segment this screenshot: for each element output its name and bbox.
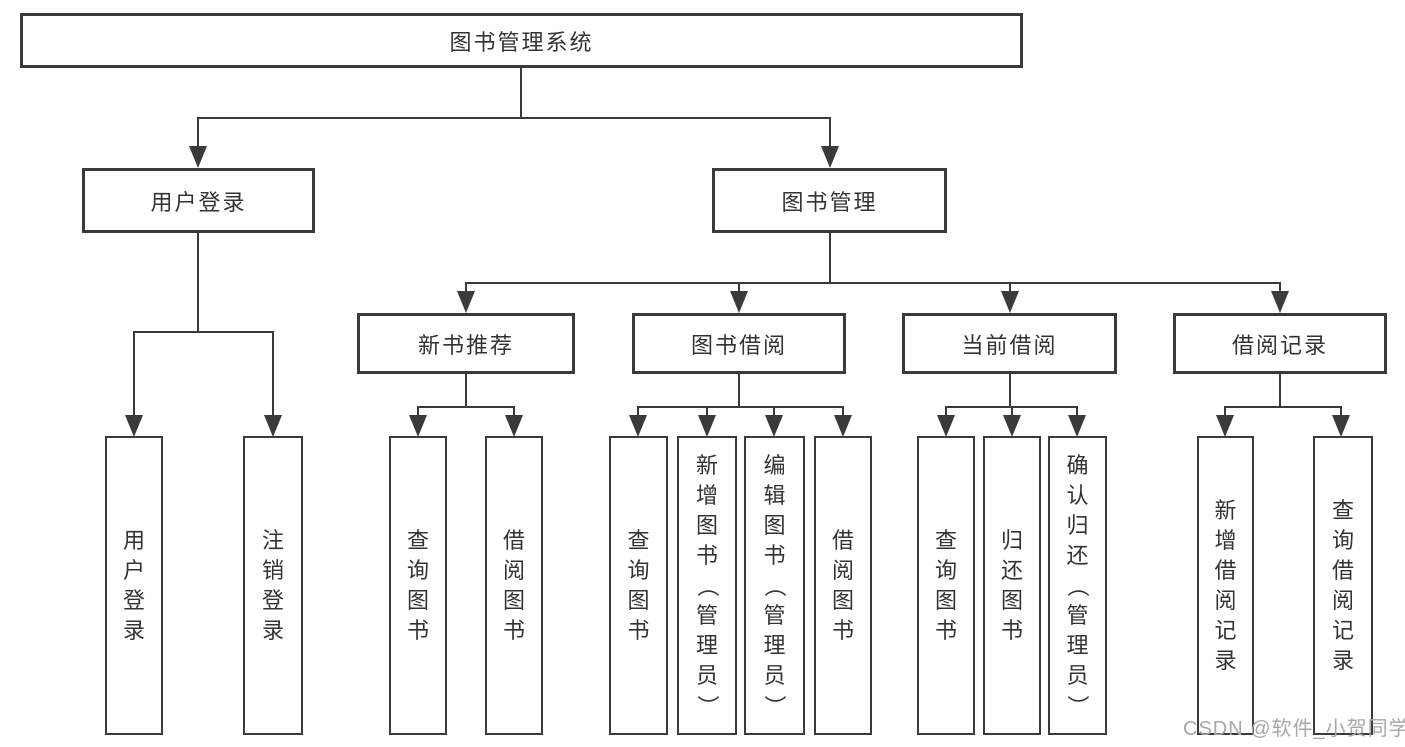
edge-line <box>465 282 467 294</box>
edge-line <box>466 282 1281 284</box>
node-label: 借阅图书 <box>502 527 525 643</box>
leaf-return-book: 归还图书 <box>983 436 1041 735</box>
edge-line <box>638 406 843 408</box>
arrowhead-down <box>264 415 282 437</box>
arrowhead-down <box>821 146 839 168</box>
node-label: 查询图书 <box>406 527 429 643</box>
node-label: 用户登录 <box>122 527 145 643</box>
edge-line <box>1279 374 1281 407</box>
node-label: 查询借阅记录 <box>1331 497 1354 673</box>
node-borrowing-records: 借阅记录 <box>1173 313 1387 374</box>
edge-line <box>417 406 419 420</box>
edge-line <box>520 68 522 118</box>
edge-line <box>197 117 199 148</box>
node-label: 用户登录 <box>150 189 247 215</box>
edge-line <box>706 406 708 420</box>
node-label: 新增图书（管理员） <box>694 452 720 717</box>
edge-line <box>198 117 831 119</box>
edge-line <box>1011 406 1013 420</box>
arrowhead-down <box>730 291 748 313</box>
node-label: 新书推荐 <box>417 332 514 358</box>
arrowhead-down <box>1068 415 1086 437</box>
edge-line <box>945 406 947 420</box>
leaf-user-login: 用户登录 <box>105 436 163 735</box>
edge-line <box>1076 406 1078 420</box>
leaf-borrow-books-borrowing: 借阅图书 <box>814 436 872 735</box>
edge-line <box>738 282 740 294</box>
edge-line <box>272 331 274 417</box>
edge-line <box>1009 374 1011 407</box>
edge-line <box>465 374 467 407</box>
csdn-watermark: CSDN @软件_小贺同学 <box>1183 718 1405 740</box>
edge-line <box>133 331 274 333</box>
edge-line <box>513 406 515 420</box>
node-label: 借阅图书 <box>831 527 854 643</box>
leaf-confirm-return-admin: 确认归还（管理员） <box>1048 436 1107 735</box>
node-label: 查询图书 <box>627 527 650 643</box>
arrowhead-down <box>1271 291 1289 313</box>
node-label: 图书管理 <box>781 189 878 215</box>
arrowhead-down <box>189 146 207 168</box>
edge-line <box>637 406 639 420</box>
arrowhead-down <box>505 415 523 437</box>
node-label: 当前借阅 <box>961 332 1058 358</box>
leaf-add-book-admin: 新增图书（管理员） <box>677 436 737 735</box>
arrowhead-down <box>698 415 716 437</box>
node-book-borrowing: 图书借阅 <box>632 313 846 374</box>
leaf-query-books-borrowing: 查询图书 <box>609 436 668 735</box>
arrowhead-down <box>457 291 475 313</box>
arrowhead-down <box>409 415 427 437</box>
node-label: 归还图书 <box>1000 527 1023 643</box>
arrowhead-down <box>1332 415 1350 437</box>
leaf-query-books-recommend: 查询图书 <box>389 436 447 735</box>
edge-line <box>1279 282 1281 294</box>
node-label: 图书借阅 <box>690 332 787 358</box>
leaf-add-borrow-record: 新增借阅记录 <box>1197 436 1254 735</box>
node-label: 注销登录 <box>261 527 284 643</box>
edge-line <box>738 374 740 407</box>
arrowhead-down <box>1001 291 1019 313</box>
node-label: 图书管理系统 <box>449 29 594 55</box>
edge-line <box>1225 406 1342 408</box>
arrowhead-down <box>629 415 647 437</box>
edge-line <box>418 406 515 408</box>
node-new-book-recommendation: 新书推荐 <box>357 313 575 374</box>
edge-line <box>1224 406 1226 420</box>
node-label: 新增借阅记录 <box>1214 497 1237 673</box>
edge-line <box>773 406 775 420</box>
node-book-management: 图书管理 <box>712 168 947 233</box>
edge-line <box>133 331 135 417</box>
edge-line <box>197 233 199 332</box>
edge-line <box>1340 406 1342 420</box>
node-label: 借阅记录 <box>1231 332 1328 358</box>
node-label: 查询图书 <box>934 527 957 643</box>
node-label: 确认归还（管理员） <box>1065 452 1091 717</box>
node-label: 编辑图书（管理员） <box>762 452 788 717</box>
arrowhead-down <box>1216 415 1234 437</box>
leaf-borrow-books-recommend: 借阅图书 <box>485 436 543 735</box>
arrowhead-down <box>1003 415 1021 437</box>
edge-line <box>842 406 844 420</box>
edge-line <box>829 117 831 148</box>
node-current-borrowing: 当前借阅 <box>902 313 1117 374</box>
arrowhead-down <box>765 415 783 437</box>
edge-line <box>829 233 831 283</box>
arrowhead-down <box>125 415 143 437</box>
arrowhead-down <box>834 415 852 437</box>
leaf-logout: 注销登录 <box>243 436 303 735</box>
node-user-login: 用户登录 <box>82 168 315 233</box>
leaf-edit-book-admin: 编辑图书（管理员） <box>744 436 805 735</box>
leaf-query-borrow-record: 查询借阅记录 <box>1313 436 1373 735</box>
arrowhead-down <box>937 415 955 437</box>
node-library-management-system: 图书管理系统 <box>20 13 1023 68</box>
edge-line <box>1009 282 1011 294</box>
leaf-query-books-current: 查询图书 <box>917 436 975 735</box>
